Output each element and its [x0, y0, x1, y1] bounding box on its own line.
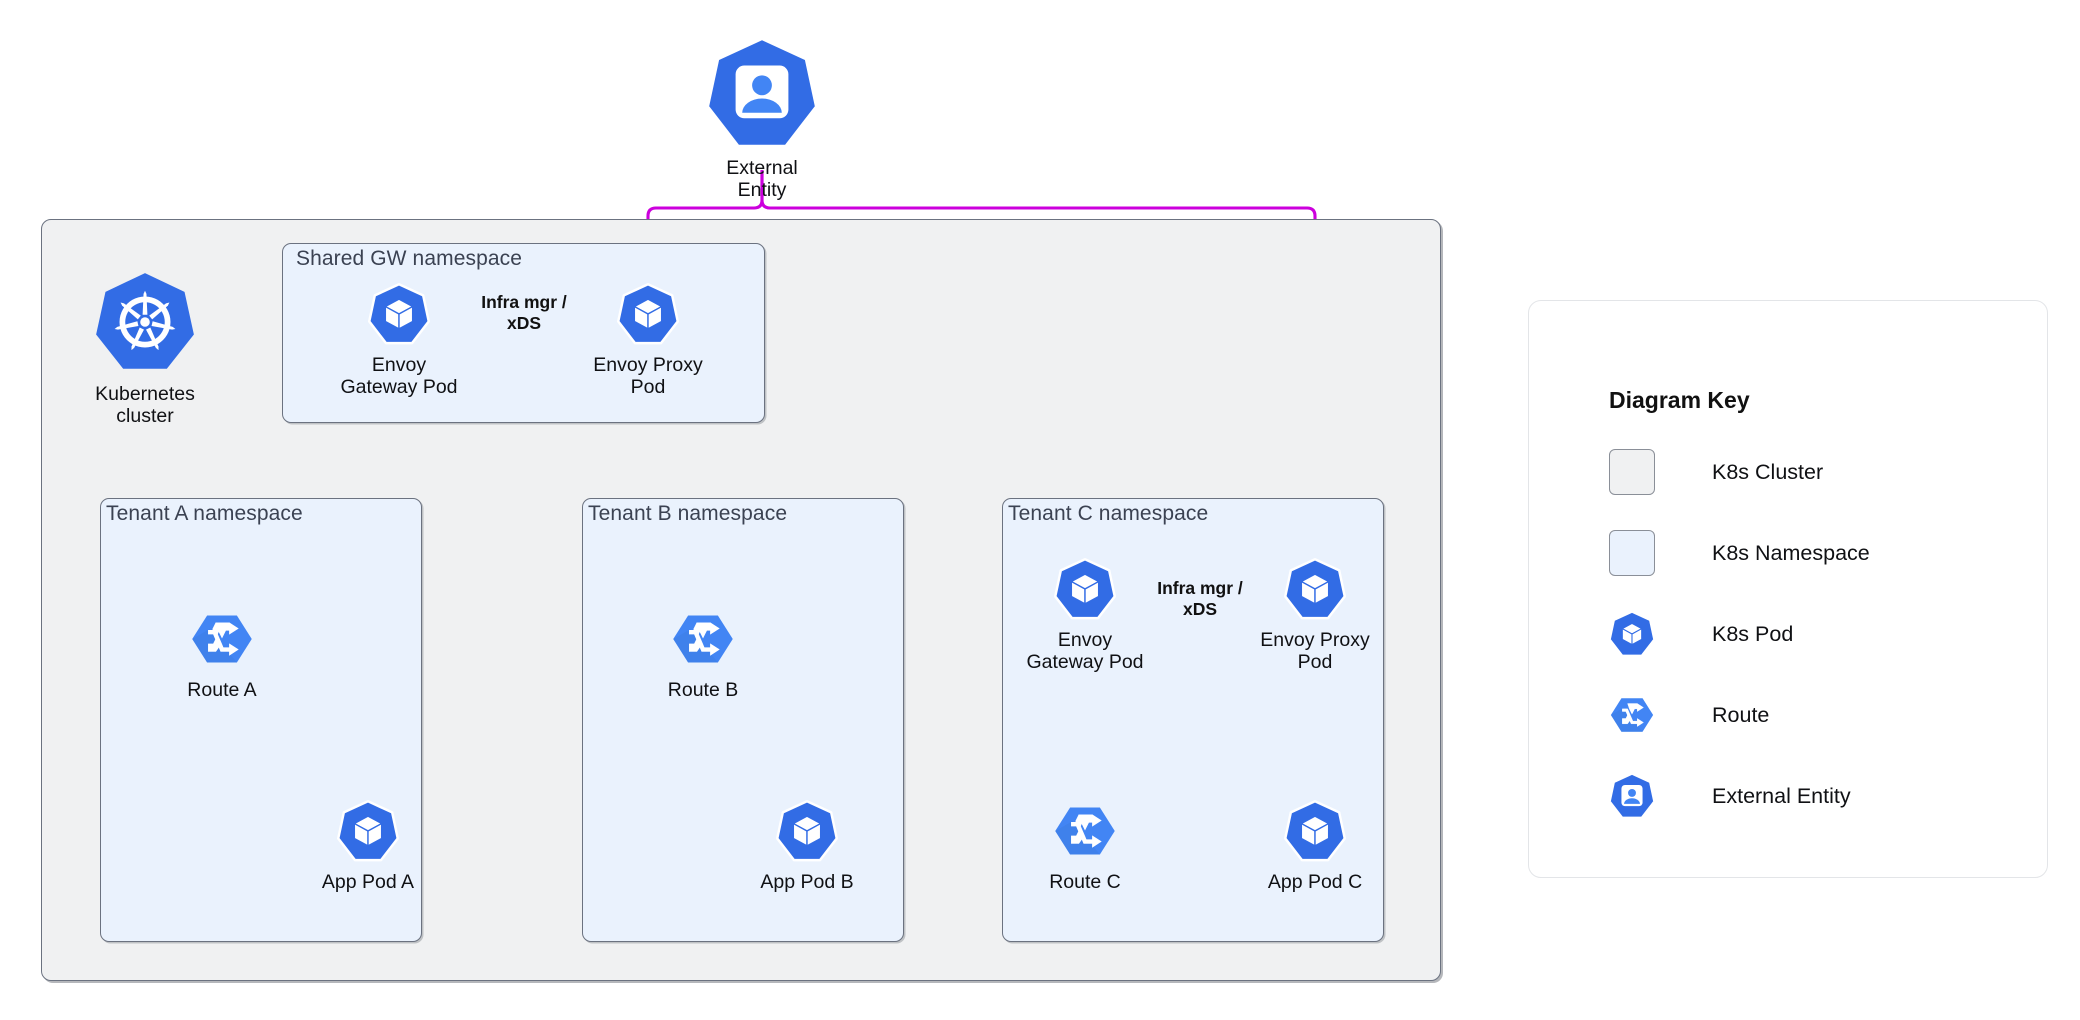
external-entity-icon	[707, 38, 817, 153]
namespace-swatch-icon	[1609, 530, 1655, 576]
route-b-label: Route B	[667, 679, 739, 701]
app-pod-b-node: App Pod B	[747, 800, 867, 894]
shared-gw-namespace-box	[282, 243, 765, 423]
legend-item-k8s-cluster: K8s Cluster	[1609, 449, 1823, 495]
envoy-gateway-pod-shared-node: Envoy Gateway Pod	[339, 283, 459, 399]
envoy-gateway-pod-shared-label: Envoy Gateway Pod	[340, 354, 458, 398]
app-pod-a-node: App Pod A	[308, 800, 428, 894]
external-entity-icon	[1609, 773, 1655, 819]
app-pod-a-label: App Pod A	[321, 871, 415, 893]
diagram-key-panel: Diagram Key K8s Cluster K8s Namespace	[1528, 300, 2048, 878]
edge-external-to-tenantc-proxy	[760, 170, 1326, 558]
kubernetes-helm-icon	[93, 270, 197, 379]
legend-label-k8s-cluster: K8s Cluster	[1712, 459, 1824, 484]
k8s-pod-icon	[1284, 800, 1346, 867]
k8s-pod-icon	[368, 283, 430, 350]
envoy-proxy-pod-shared-node: Envoy Proxy Pod	[588, 283, 708, 399]
legend-label-k8s-pod: K8s Pod	[1712, 621, 1794, 646]
k8s-pod-icon	[1054, 558, 1116, 625]
k8s-pod-icon	[776, 800, 838, 867]
route-icon	[1609, 692, 1655, 738]
diagram-key-title: Diagram Key	[1609, 387, 1750, 413]
route-icon	[672, 608, 734, 675]
legend-item-k8s-pod: K8s Pod	[1609, 611, 1793, 657]
legend-label-k8s-namespace: K8s Namespace	[1712, 540, 1870, 565]
xds-edge-label-tenantc: Infra mgr / xDS	[1157, 578, 1243, 619]
external-entity-node: External Entity	[702, 38, 822, 202]
route-icon	[191, 608, 253, 675]
tenant-a-namespace-box	[100, 498, 422, 942]
shared-gw-namespace-label: Shared GW namespace	[296, 247, 523, 270]
cluster-swatch-icon	[1609, 449, 1655, 495]
tenant-a-namespace-label: Tenant A namespace	[106, 502, 303, 525]
envoy-proxy-pod-c-node: Envoy Proxy Pod	[1255, 558, 1375, 674]
route-a-node: Route A	[162, 608, 282, 702]
envoy-gateway-pod-c-node: Envoy Gateway Pod	[1025, 558, 1145, 674]
route-c-node: Route C	[1025, 800, 1145, 894]
kubernetes-cluster-label: Kubernetes cluster	[95, 383, 195, 427]
legend-label-route: Route	[1712, 702, 1770, 727]
k8s-pod-icon	[1284, 558, 1346, 625]
envoy-proxy-pod-shared-label: Envoy Proxy Pod	[593, 354, 703, 398]
route-a-label: Route A	[187, 679, 257, 701]
legend-item-external-entity: External Entity	[1609, 773, 1851, 819]
legend-label-external-entity: External Entity	[1712, 783, 1851, 808]
app-pod-c-label: App Pod C	[1267, 871, 1363, 893]
route-c-label: Route C	[1049, 871, 1121, 893]
route-icon	[1054, 800, 1116, 867]
external-entity-label: External Entity	[726, 157, 798, 201]
route-b-node: Route B	[643, 608, 763, 702]
tenant-c-namespace-label: Tenant C namespace	[1008, 502, 1209, 525]
envoy-gateway-pod-c-label: Envoy Gateway Pod	[1026, 629, 1144, 673]
legend-item-k8s-namespace: K8s Namespace	[1609, 530, 1870, 576]
app-pod-b-label: App Pod B	[760, 871, 854, 893]
tenant-b-namespace-label: Tenant B namespace	[588, 502, 788, 525]
xds-edge-label-shared: Infra mgr / xDS	[481, 292, 567, 333]
app-pod-c-node: App Pod C	[1255, 800, 1375, 894]
k8s-pod-icon	[617, 283, 679, 350]
kubernetes-cluster-node: Kubernetes cluster	[65, 270, 225, 428]
legend-item-route: Route	[1609, 692, 1769, 738]
k8s-pod-icon	[337, 800, 399, 867]
tenant-b-namespace-box	[582, 498, 904, 942]
envoy-proxy-pod-c-label: Envoy Proxy Pod	[1260, 629, 1370, 673]
k8s-pod-icon	[1609, 611, 1655, 657]
